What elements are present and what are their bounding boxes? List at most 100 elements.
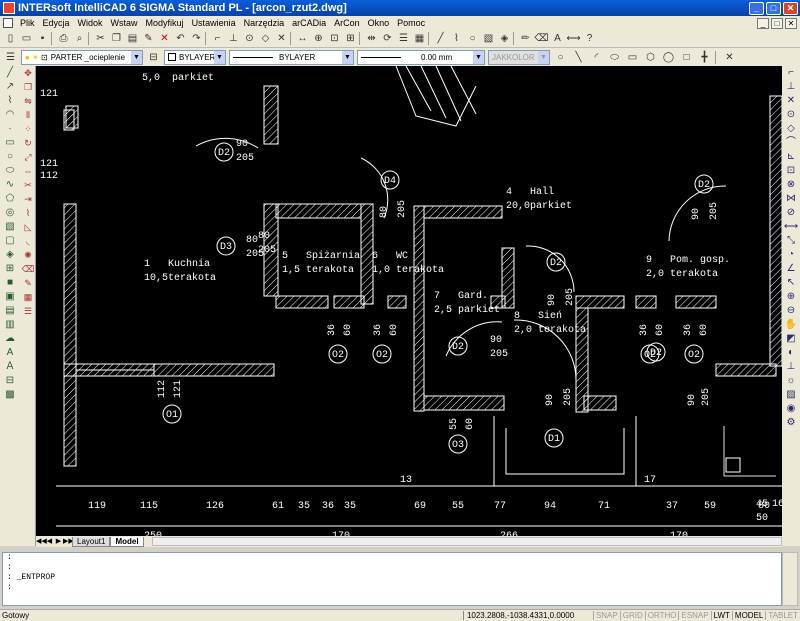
- minimize-button[interactable]: _: [749, 1, 764, 15]
- menu-arcon[interactable]: ArCon: [334, 18, 360, 28]
- edit-tool-icon[interactable]: ✎: [24, 278, 32, 288]
- delete-icon[interactable]: ✕: [160, 33, 169, 44]
- region-tool-icon[interactable]: ▢: [5, 235, 15, 246]
- snap-intersection-icon[interactable]: ✕: [786, 95, 796, 106]
- menu-wstaw[interactable]: Wstaw: [110, 18, 138, 28]
- zoom-in-icon[interactable]: ⊕: [786, 291, 796, 302]
- ellipse-draw-icon[interactable]: ⬭: [610, 51, 619, 63]
- layer-combo[interactable]: ● ☀ ⊡ PARTER _ocieplenie ▼: [21, 49, 143, 65]
- light-icon[interactable]: ☼: [786, 375, 796, 386]
- layer-manager-icon[interactable]: ☰: [399, 33, 408, 44]
- render-icon[interactable]: ◐: [787, 347, 795, 358]
- image-tool-icon[interactable]: ▩: [5, 389, 15, 400]
- donut-tool-icon[interactable]: ◎: [5, 207, 15, 218]
- line-icon[interactable]: ╱: [437, 33, 444, 44]
- snap-endpoint-icon[interactable]: ⌐: [788, 67, 794, 78]
- chevron-down-icon[interactable]: ▼: [131, 50, 142, 64]
- polyline-icon[interactable]: ⌇: [454, 33, 459, 44]
- cross-tool-icon[interactable]: ✕: [725, 51, 734, 63]
- dimension-radius-icon[interactable]: ◔: [787, 249, 795, 260]
- match-properties-icon[interactable]: ✎: [144, 33, 153, 44]
- hatch-icon[interactable]: ▧: [483, 33, 494, 44]
- pencil-icon[interactable]: ✏: [521, 33, 530, 44]
- redo-icon[interactable]: ↷: [192, 33, 201, 44]
- ortho-toggle[interactable]: ORTHO: [644, 611, 679, 620]
- open-file-icon[interactable]: ▭: [21, 33, 32, 44]
- dimension-aligned-icon[interactable]: ⤡: [787, 235, 795, 246]
- linetype-combo[interactable]: BYLAYER ▼: [229, 49, 354, 65]
- snap-insertion-icon[interactable]: ⊡: [786, 165, 796, 176]
- layer-tool-icon[interactable]: ☰: [23, 306, 33, 316]
- layer-manager-button[interactable]: ☰: [6, 51, 15, 63]
- first-tab-icon[interactable]: ◀◀: [36, 538, 47, 545]
- undo-icon[interactable]: ↶: [176, 33, 185, 44]
- solid-tool-icon[interactable]: ■: [6, 277, 14, 288]
- attribute-tool-icon[interactable]: ⊟: [5, 375, 15, 386]
- polygon-draw-icon[interactable]: ⬡: [646, 51, 655, 63]
- menu-plik[interactable]: Plik: [20, 18, 35, 28]
- material-icon[interactable]: ▨: [786, 389, 796, 400]
- wall-tool-icon[interactable]: ╋: [701, 51, 708, 63]
- line-draw-icon[interactable]: ╲: [575, 51, 582, 63]
- snap-clear-icon[interactable]: ⊘: [786, 207, 796, 218]
- wipeout-tool-icon[interactable]: ▥: [5, 319, 15, 330]
- color-combo[interactable]: BYLAYER ▼: [164, 49, 226, 65]
- zoom-extents-icon[interactable]: ⊞: [346, 33, 355, 44]
- text-icon[interactable]: A: [554, 33, 561, 44]
- boundary-tool-icon[interactable]: ▣: [5, 291, 15, 302]
- text-tool-icon[interactable]: A: [6, 347, 14, 358]
- trim-tool-icon[interactable]: ✂: [24, 180, 32, 190]
- scale-tool-icon[interactable]: ⤢: [24, 152, 32, 162]
- move-tool-icon[interactable]: ✥: [24, 68, 32, 78]
- revcloud-tool-icon[interactable]: ☁: [5, 333, 15, 344]
- ellipse-tool-icon[interactable]: ⬭: [5, 165, 15, 176]
- zoom-window-icon[interactable]: ⊡: [330, 33, 339, 44]
- chevron-down-icon[interactable]: ▼: [473, 50, 484, 64]
- offset-tool-icon[interactable]: ⫴: [26, 110, 30, 120]
- print-preview-icon[interactable]: ⌕: [76, 33, 83, 44]
- last-tab-icon[interactable]: ▶▶: [63, 538, 74, 545]
- explode-tool-icon[interactable]: ✺: [24, 250, 32, 260]
- arc-draw-icon[interactable]: ◜: [594, 51, 599, 63]
- snap-center-icon[interactable]: ⊙: [786, 109, 796, 120]
- snap-clear-icon[interactable]: ✕: [277, 33, 286, 44]
- circle-icon[interactable]: ○: [469, 33, 476, 44]
- tab-layout1[interactable]: Layout1: [72, 536, 111, 547]
- rectangle-tool-icon[interactable]: ▭: [5, 137, 15, 148]
- mirror-tool-icon[interactable]: ⇋: [24, 96, 32, 106]
- copy-icon[interactable]: ❐: [112, 33, 121, 44]
- settings-icon[interactable]: ⚙: [786, 417, 796, 428]
- next-tab-icon[interactable]: ▶: [55, 538, 62, 545]
- pan-icon[interactable]: ↔: [297, 33, 308, 44]
- snap-node-icon[interactable]: ⊗: [786, 179, 796, 190]
- insert-tool-icon[interactable]: ⊞: [5, 263, 15, 274]
- spline-tool-icon[interactable]: ∿: [5, 179, 15, 190]
- hatch-tool-icon[interactable]: ▧: [5, 221, 15, 232]
- chevron-down-icon[interactable]: ▼: [342, 50, 353, 64]
- snap-center-icon[interactable]: ⊙: [245, 33, 254, 44]
- square-draw-icon[interactable]: □: [683, 51, 690, 63]
- cut-icon[interactable]: ✂: [96, 33, 105, 44]
- new-file-icon[interactable]: ▯: [7, 33, 14, 44]
- model-toggle[interactable]: MODEL: [731, 611, 765, 620]
- save-icon[interactable]: ▪: [40, 33, 45, 44]
- ucs-icon[interactable]: ⊥: [786, 361, 796, 372]
- camera-icon[interactable]: ◉: [786, 403, 796, 414]
- pan-icon[interactable]: ✋: [784, 319, 798, 330]
- menu-okno[interactable]: Okno: [367, 18, 390, 28]
- close-button[interactable]: ✕: [783, 1, 798, 15]
- erase-tool-icon[interactable]: ⌫: [21, 264, 35, 274]
- arc-tool-icon[interactable]: ◠: [5, 109, 15, 120]
- chamfer-tool-icon[interactable]: ◺: [24, 222, 32, 232]
- paste-icon[interactable]: ▤: [127, 33, 138, 44]
- circle-tool-icon[interactable]: ○: [6, 151, 14, 162]
- dimension-icon[interactable]: ⟷: [566, 33, 581, 44]
- break-tool-icon[interactable]: ⌇: [25, 208, 31, 218]
- fillet-tool-icon[interactable]: ◟: [26, 236, 30, 246]
- copy-tool-icon[interactable]: ❐: [23, 82, 33, 92]
- snap-toggle[interactable]: SNAP: [592, 611, 620, 620]
- chevron-down-icon[interactable]: ▼: [214, 50, 225, 64]
- snap-perpendicular-icon[interactable]: ⊾: [786, 151, 796, 162]
- lineweight-combo[interactable]: 0.00 mm ▼: [357, 49, 485, 65]
